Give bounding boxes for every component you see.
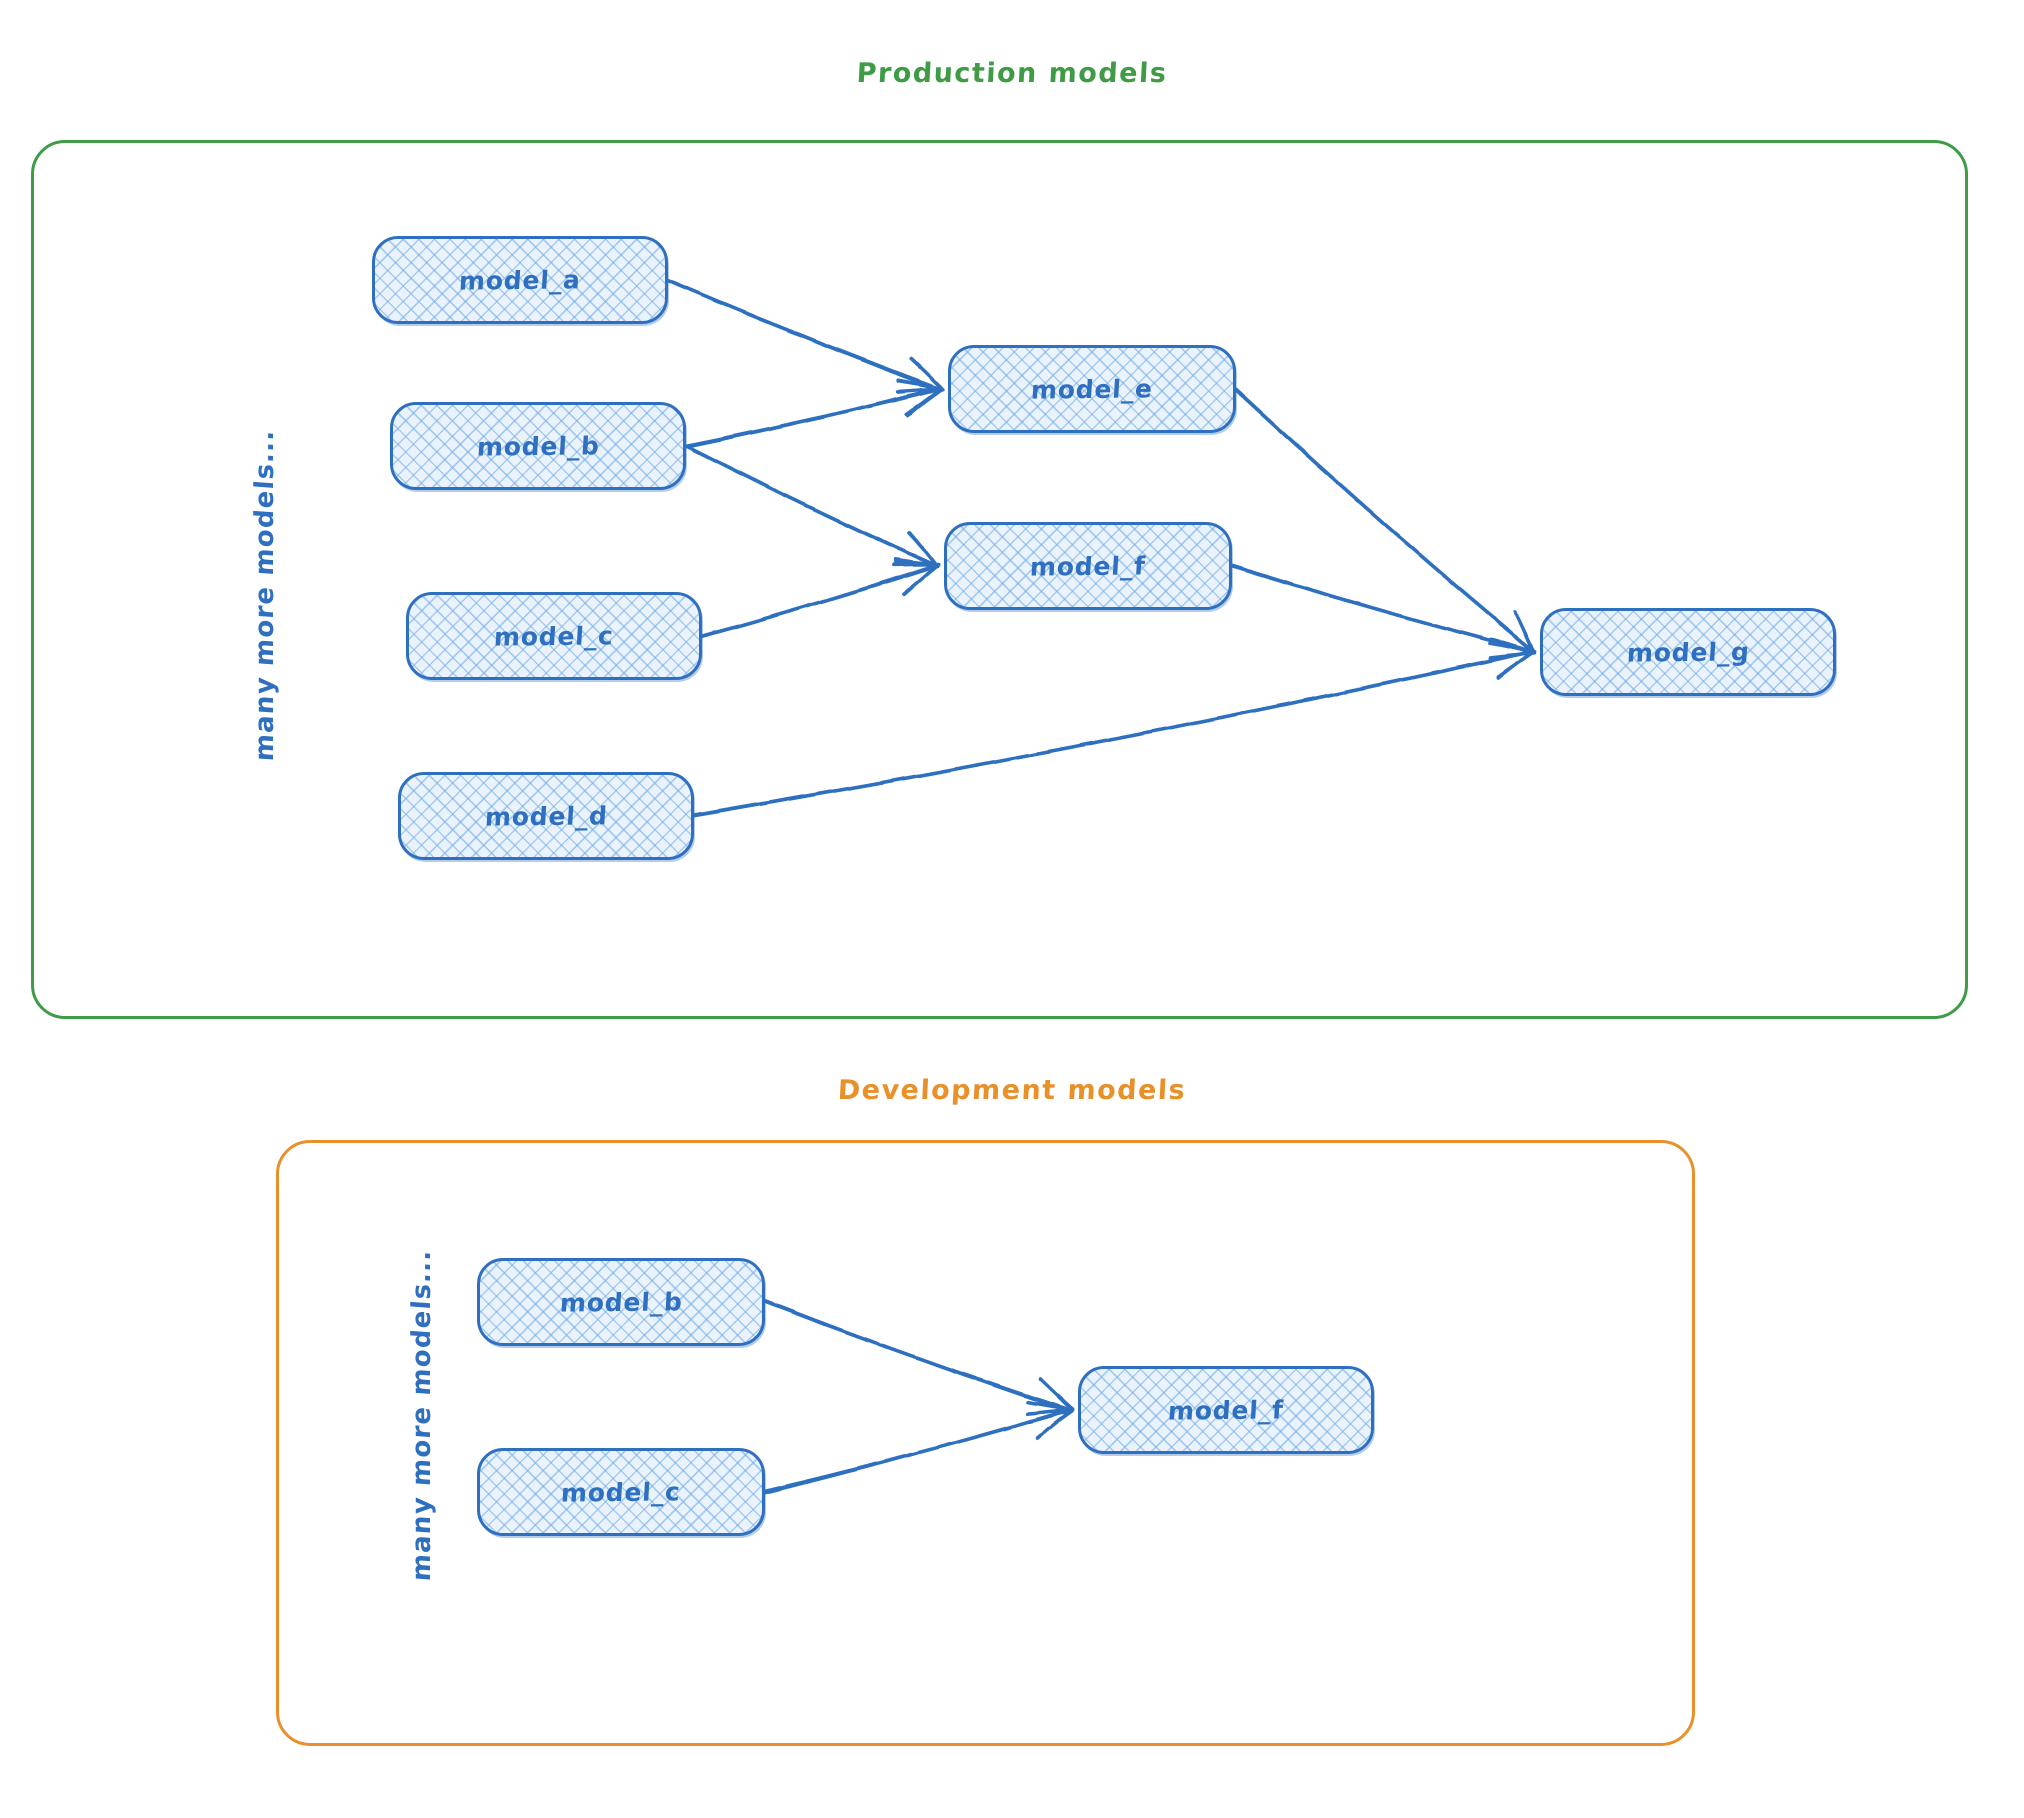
node-model_e[interactable]: model_e [948,345,1236,433]
node-label: model_c [560,1477,681,1507]
production-group-title: Production models [0,58,2024,89]
node-label: model_f [1167,1395,1284,1425]
node-label: model_d [484,801,608,831]
node-label: model_b [476,431,600,461]
node-dev_model_f[interactable]: model_f [1078,1366,1374,1454]
node-label: model_b [559,1287,683,1317]
node-label: model_g [1626,637,1750,667]
node-label: model_a [458,265,581,295]
development-group-title: Development models [0,1075,2024,1106]
node-label: model_e [1030,374,1154,404]
node-model_c[interactable]: model_c [406,592,702,680]
node-model_f[interactable]: model_f [944,522,1232,610]
node-model_a[interactable]: model_a [372,236,668,324]
development-group-frame [276,1140,1695,1746]
node-model_b[interactable]: model_b [390,402,686,490]
node-dev_model_b[interactable]: model_b [477,1258,765,1346]
node-label: model_c [493,621,614,651]
node-model_d[interactable]: model_d [398,772,694,860]
node-dev_model_c[interactable]: model_c [477,1448,765,1536]
production-side-note: many more models... [250,428,280,762]
node-model_g[interactable]: model_g [1540,608,1836,696]
node-label: model_f [1029,551,1146,581]
development-side-note: many more models... [407,1248,437,1582]
